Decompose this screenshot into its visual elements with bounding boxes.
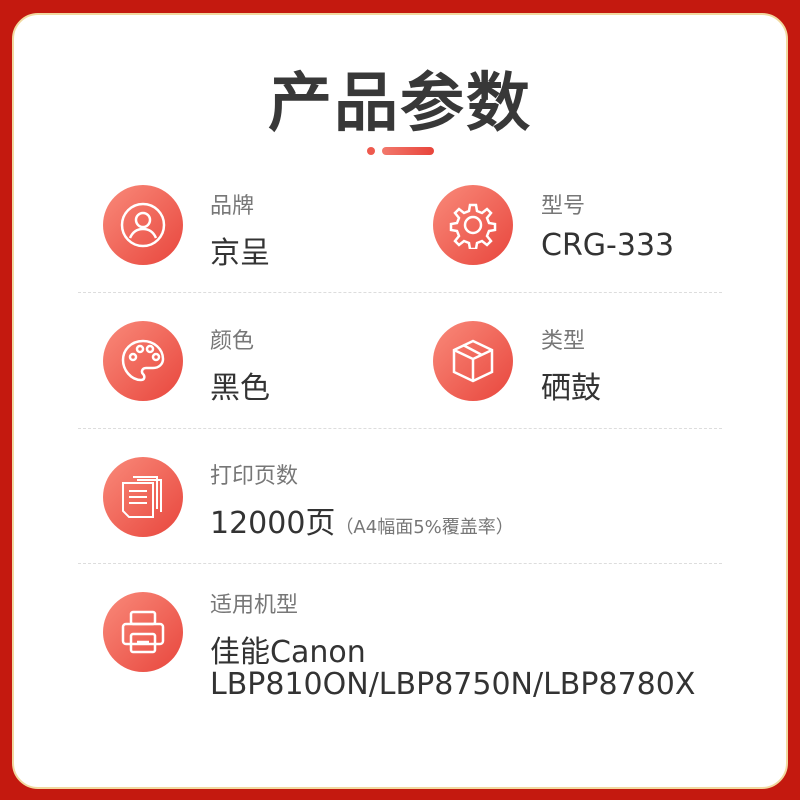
brand-label: 品牌 xyxy=(210,194,255,219)
model-label: 型号 xyxy=(541,194,586,219)
divider xyxy=(78,428,722,429)
compatible-value: 佳能Canon xyxy=(210,635,366,670)
palette-icon xyxy=(103,321,183,401)
gear-icon xyxy=(433,185,513,265)
yield-label: 打印页数 xyxy=(210,464,299,489)
divider-dot xyxy=(367,147,375,155)
divider xyxy=(78,292,722,293)
user-icon xyxy=(103,185,183,265)
color-label: 颜色 xyxy=(210,329,255,354)
box-icon xyxy=(433,321,513,401)
pages-icon xyxy=(103,457,183,537)
page-title: 产品参数 xyxy=(268,67,532,141)
color-value: 黑色 xyxy=(210,371,270,406)
printer-icon xyxy=(103,592,183,672)
brand-value: 京呈 xyxy=(210,236,270,271)
type-value: 硒鼓 xyxy=(541,371,601,406)
yield-value: 12000页（A4幅面5%覆盖率） xyxy=(210,498,514,542)
compatible-models: LBP810ON/LBP8750N/LBP8780X xyxy=(210,667,696,702)
yield-note: （A4幅面5%覆盖率） xyxy=(335,517,514,538)
compatible-label: 适用机型 xyxy=(210,593,299,618)
type-label: 类型 xyxy=(541,329,586,354)
yield-number: 12000页 xyxy=(210,506,336,541)
divider xyxy=(78,563,722,564)
model-value: CRG-333 xyxy=(541,228,675,263)
divider-bar xyxy=(382,147,434,155)
